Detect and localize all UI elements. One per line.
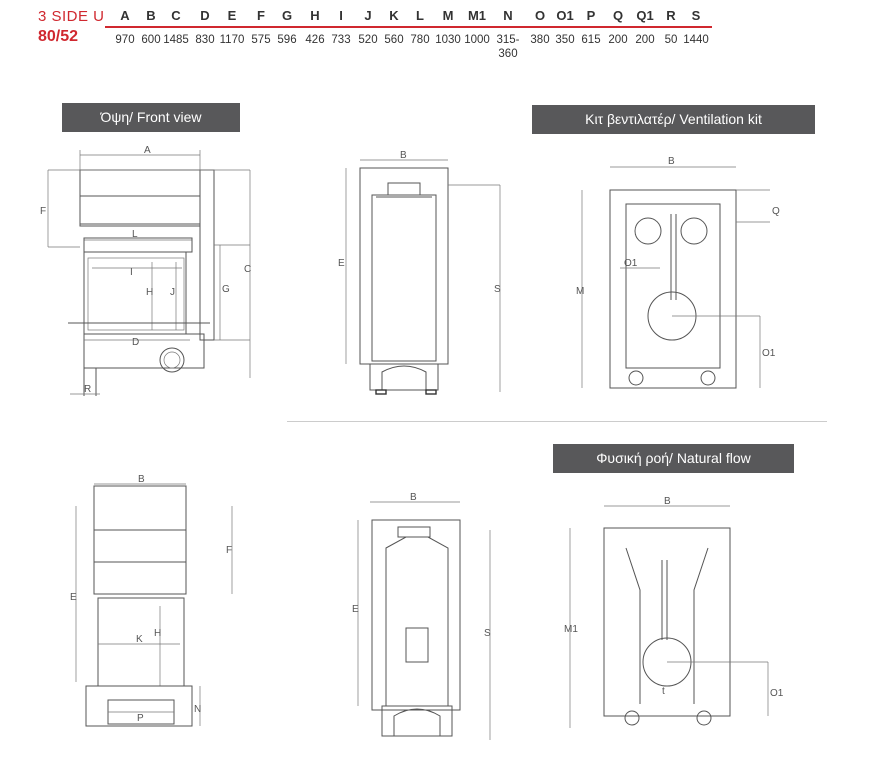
svg-text:N: N <box>194 704 201 715</box>
dim-header-r: R <box>666 8 676 23</box>
firebox-section-drawing: B E S <box>352 492 491 740</box>
dim-header-d: D <box>200 8 210 23</box>
dim-header-k: K <box>389 8 399 23</box>
svg-text:M: M <box>576 286 584 297</box>
dim-header-s: S <box>691 8 701 23</box>
svg-text:J: J <box>170 287 175 298</box>
dim-value-e: 1170 <box>219 34 245 46</box>
dim-header-j: J <box>364 8 372 23</box>
svg-text:C: C <box>244 264 251 275</box>
dim-value-h: 426 <box>305 34 325 46</box>
svg-text:B: B <box>664 496 671 507</box>
dim-header-h: H <box>310 8 320 23</box>
svg-text:S: S <box>484 628 491 639</box>
dim-header-g: G <box>281 8 293 23</box>
svg-text:B: B <box>668 156 675 167</box>
svg-text:B: B <box>138 474 145 485</box>
dim-header-q1: Q1 <box>636 8 654 23</box>
dim-header-m: M <box>442 8 454 23</box>
dim-header-f: F <box>257 8 265 23</box>
svg-text:B: B <box>410 492 417 503</box>
svg-text:D: D <box>132 337 139 348</box>
svg-text:I: I <box>130 267 133 278</box>
svg-text:O1: O1 <box>770 688 784 699</box>
dim-header-a: A <box>120 8 130 23</box>
front-view-drawing: A F L I H J G C D R <box>40 145 251 396</box>
dim-value-c: 1485 <box>163 34 189 46</box>
dim-header-o1: O1 <box>556 8 574 23</box>
svg-text:F: F <box>226 545 232 556</box>
natural-flow-drawing: B t O1 M1 <box>564 496 784 728</box>
header-rule <box>105 26 712 28</box>
svg-text:O1: O1 <box>624 258 638 269</box>
dim-value-l: 780 <box>410 34 430 46</box>
dim-value-r: 50 <box>664 34 678 46</box>
dim-value-a: 970 <box>115 34 135 46</box>
dim-value-d: 830 <box>195 34 215 46</box>
dim-value-m: 1030 <box>435 34 461 46</box>
dim-value-q1: 200 <box>635 34 655 46</box>
dim-value-b: 600 <box>141 34 161 46</box>
model-name: 3 SIDE U <box>38 8 105 25</box>
svg-text:E: E <box>70 592 77 603</box>
dim-header-c: C <box>171 8 181 23</box>
svg-text:Q: Q <box>772 206 780 217</box>
svg-text:O1: O1 <box>762 348 776 359</box>
svg-text:B: B <box>400 150 407 161</box>
dim-value-s: 1440 <box>683 34 709 46</box>
svg-text:S: S <box>494 284 501 295</box>
svg-text:G: G <box>222 284 230 295</box>
section-divider <box>287 421 827 422</box>
svg-text:R: R <box>84 384 91 395</box>
dim-header-q: Q <box>612 8 624 23</box>
dim-value-i: 733 <box>331 34 351 46</box>
natural-flow-tag: Φυσική ροή/ Natural flow <box>553 444 794 473</box>
svg-text:H: H <box>154 628 161 639</box>
dim-value-o: 380 <box>530 34 550 46</box>
ventilation-kit-drawing: B Q O1 O1 M <box>576 156 780 389</box>
front-view-tag: Όψη/ Front view <box>62 103 240 132</box>
svg-text:E: E <box>352 604 359 615</box>
svg-text:P: P <box>137 713 144 724</box>
side-view-drawing: B E S <box>338 150 501 395</box>
svg-text:A: A <box>144 145 151 156</box>
svg-text:F: F <box>40 206 46 217</box>
dim-header-b: B <box>146 8 156 23</box>
svg-text:H: H <box>146 287 153 298</box>
dim-value-j: 520 <box>358 34 378 46</box>
dim-header-n: N <box>503 8 513 23</box>
svg-text:t: t <box>662 686 665 697</box>
svg-text:K: K <box>136 634 143 645</box>
svg-text:M1: M1 <box>564 624 578 635</box>
ventilation-kit-tag: Κιτ βεντιλατέρ/ Ventilation kit <box>532 105 815 134</box>
svg-text:L: L <box>132 229 138 240</box>
dim-header-l: L <box>416 8 424 23</box>
dim-value-f: 575 <box>251 34 271 46</box>
dim-value-m1: 1000 <box>464 34 490 46</box>
dim-value-g: 596 <box>277 34 297 46</box>
svg-text:E: E <box>338 258 345 269</box>
dim-value-k: 560 <box>384 34 404 46</box>
dim-header-i: I <box>339 8 343 23</box>
dim-value-o1: 350 <box>555 34 575 46</box>
top-section-drawing: B K H E F P N <box>70 474 233 727</box>
model-size: 80/52 <box>38 28 79 45</box>
dim-value-p: 615 <box>581 34 601 46</box>
dim-header-m1: M1 <box>467 8 487 23</box>
dim-header-e: E <box>227 8 237 23</box>
dim-value-q: 200 <box>608 34 628 46</box>
dim-value-n: 315- 360 <box>496 34 520 60</box>
dim-header-p: P <box>586 8 596 23</box>
dim-header-o: O <box>534 8 546 23</box>
